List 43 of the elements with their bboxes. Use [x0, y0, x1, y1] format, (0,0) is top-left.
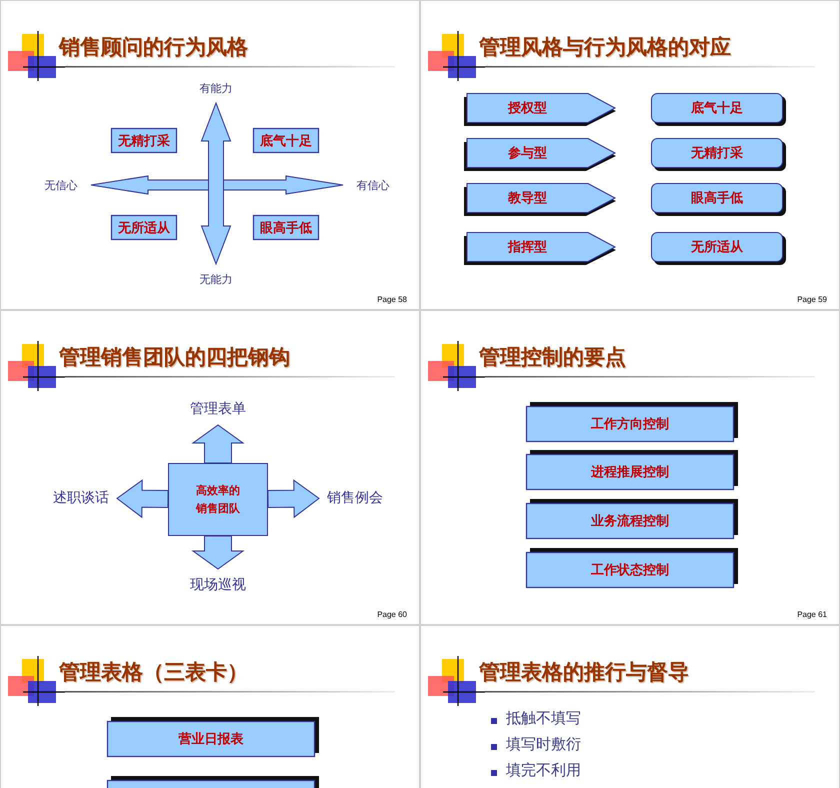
slide-panel: [0, 310, 420, 625]
slide-title: 管理表格（三表卡）: [59, 659, 248, 686]
page-number: Page 61: [797, 610, 827, 619]
axis-label: 无能力: [191, 271, 241, 287]
quadrant-box: 底气十足: [253, 128, 319, 153]
rounded-box: 底气十足: [651, 93, 786, 126]
empty-box: [107, 776, 319, 788]
rounded-box: 无精打采: [651, 138, 786, 171]
block-arrow: [191, 536, 245, 570]
slide-panel: [0, 625, 420, 788]
quadrant-box: 无精打采: [111, 128, 177, 153]
rounded-box: 无所适从: [651, 232, 786, 265]
axis-label: 有信心: [351, 177, 395, 193]
double-arrow: [200, 102, 232, 266]
slide-title: 管理风格与行为风格的对应: [479, 34, 731, 61]
axis-label: 无信心: [39, 177, 83, 193]
bullet-text: 填完不利用: [506, 762, 581, 780]
slide-panel: [420, 625, 840, 788]
rounded-box: 眼高手低: [651, 183, 786, 216]
block-arrow: [267, 479, 320, 518]
block-arrow: [116, 479, 169, 518]
text-label: 述职谈话: [51, 489, 111, 507]
bullet-text: 填写时敷衍: [506, 736, 581, 754]
text-label: 管理表单: [188, 400, 248, 418]
double-arrow: [90, 175, 344, 195]
text-label: 现场巡视: [188, 576, 248, 594]
slide-panel: [420, 310, 840, 625]
slide-panel: [420, 0, 840, 310]
text-label: 销售例会: [325, 489, 385, 507]
slide-title: 管理控制的要点: [479, 344, 626, 371]
axis-label: 有能力: [191, 80, 241, 96]
block-arrow: [191, 424, 245, 464]
page-number: Page 59: [797, 295, 827, 304]
quadrant-box: 无所适从: [111, 215, 177, 240]
slide-title: 管理销售团队的四把钢钩: [59, 344, 290, 371]
page-number: Page 58: [377, 295, 407, 304]
slide-title: 销售顾问的行为风格: [59, 34, 248, 61]
page-number: Page 60: [377, 610, 407, 619]
bullet-text: 抵触不填写: [506, 710, 581, 728]
quadrant-box: 眼高手低: [253, 215, 319, 240]
slide-panel: [0, 0, 420, 310]
center-square: 高效率的销售团队: [168, 463, 268, 536]
slide-title: 管理表格的推行与督导: [479, 659, 689, 686]
